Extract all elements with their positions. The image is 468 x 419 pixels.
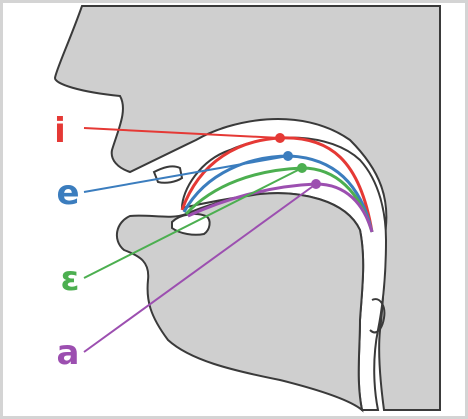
epiglottis bbox=[369, 298, 386, 334]
marker-a bbox=[311, 179, 321, 189]
vowel-label-epsilon: ɛ bbox=[61, 259, 80, 299]
vowel-label-i: i bbox=[54, 111, 66, 151]
marker-epsilon bbox=[297, 163, 307, 173]
lower-jaw bbox=[115, 192, 365, 413]
leader-line-e bbox=[83, 155, 289, 193]
leader-line-a bbox=[83, 183, 317, 353]
leader-line-epsilon bbox=[83, 167, 303, 279]
leader-line-i bbox=[83, 127, 281, 139]
vowel-label-a: a bbox=[57, 333, 80, 373]
marker-i bbox=[275, 133, 285, 143]
vowel-label-e: e bbox=[56, 173, 79, 213]
marker-e bbox=[283, 151, 293, 161]
